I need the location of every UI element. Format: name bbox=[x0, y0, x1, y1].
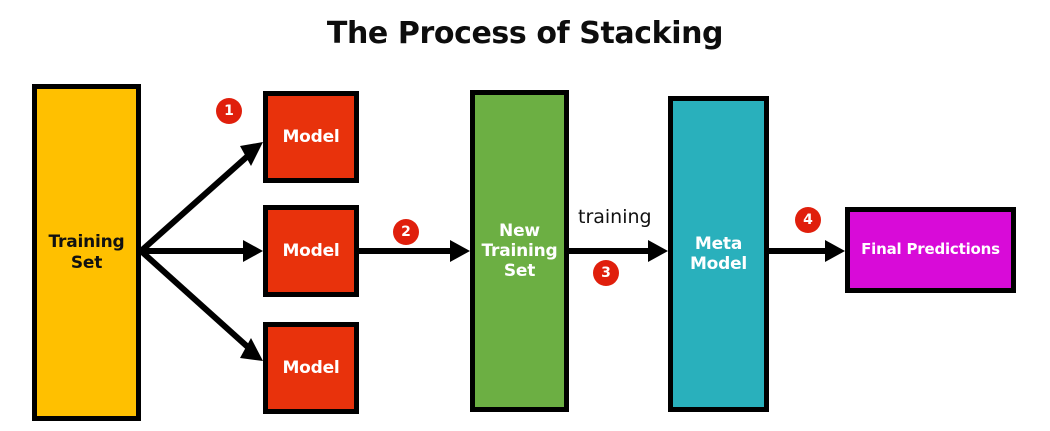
node-final-predictions-label: Final Predictions bbox=[861, 240, 1000, 259]
node-meta-model[interactable]: Meta Model bbox=[668, 96, 769, 412]
node-model-3[interactable]: Model bbox=[263, 322, 359, 414]
arrow-new-training-set-to-meta-model bbox=[569, 240, 668, 262]
node-new-training-set[interactable]: New Training Set bbox=[470, 90, 569, 412]
node-model-1-label: Model bbox=[282, 126, 340, 147]
step-badge-4: 4 bbox=[795, 207, 821, 233]
arrow-training-to-model-1 bbox=[139, 142, 263, 254]
node-training-set[interactable]: Training Set bbox=[32, 84, 141, 421]
step-badge-1: 1 bbox=[216, 98, 242, 124]
step-badge-3: 3 bbox=[593, 260, 619, 286]
edge-label-training: training bbox=[578, 206, 652, 228]
node-final-predictions[interactable]: Final Predictions bbox=[845, 207, 1016, 293]
node-new-training-set-label: New Training Set bbox=[481, 220, 558, 282]
step-badge-2: 2 bbox=[393, 219, 419, 245]
arrow-model-2-to-new-training-set bbox=[359, 240, 470, 262]
arrow-training-to-model-2 bbox=[141, 240, 263, 262]
node-training-set-label: Training Set bbox=[48, 232, 125, 273]
page-title: The Process of Stacking bbox=[326, 16, 724, 51]
node-model-1[interactable]: Model bbox=[263, 91, 359, 183]
node-model-2[interactable]: Model bbox=[263, 205, 359, 297]
node-meta-model-label: Meta Model bbox=[689, 233, 748, 274]
node-model-2-label: Model bbox=[282, 240, 340, 261]
node-model-3-label: Model bbox=[282, 357, 340, 378]
arrow-training-to-model-3 bbox=[138, 248, 263, 361]
arrow-meta-model-to-final-predictions bbox=[769, 240, 845, 262]
